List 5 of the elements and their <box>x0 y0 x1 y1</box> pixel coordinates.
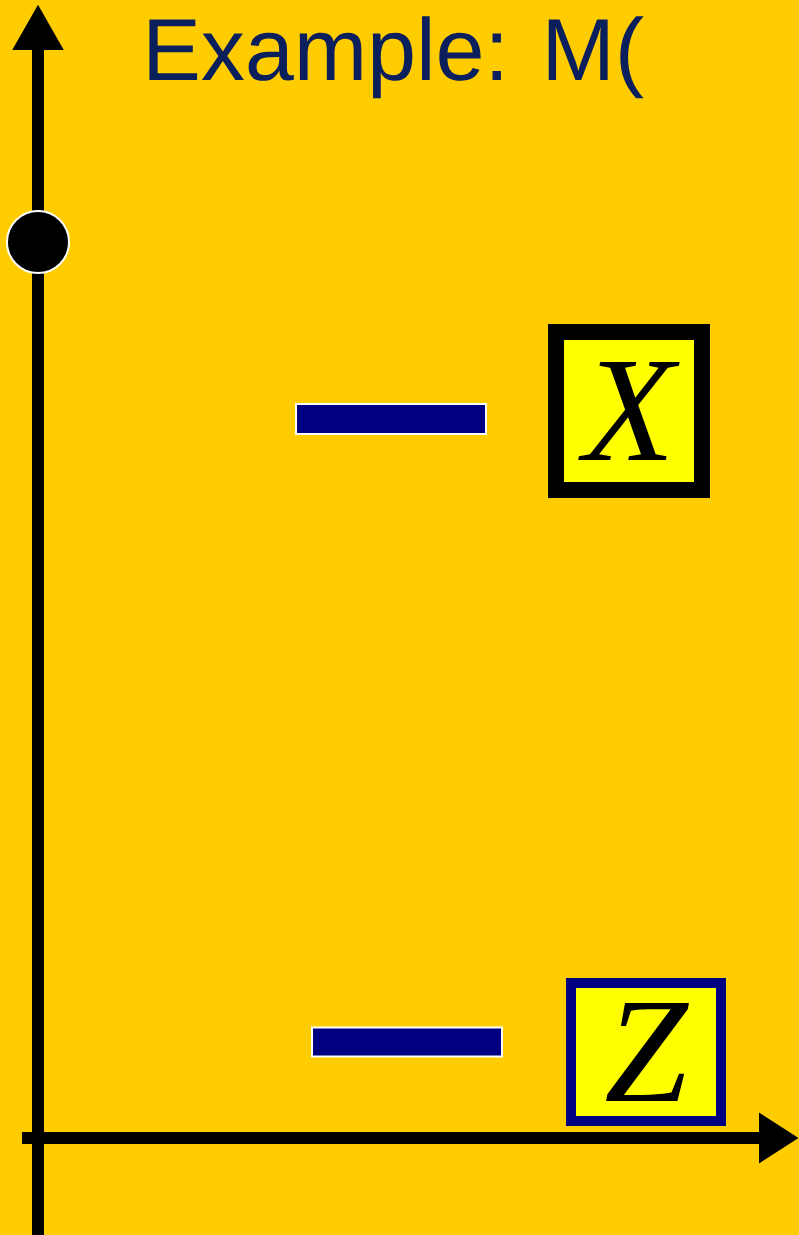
bar-marker <box>295 403 487 435</box>
title: Example: M( <box>149 16 644 99</box>
bar-marker <box>311 1026 503 1058</box>
variable-box: X <box>548 324 710 498</box>
variable-box: Z <box>566 978 726 1126</box>
